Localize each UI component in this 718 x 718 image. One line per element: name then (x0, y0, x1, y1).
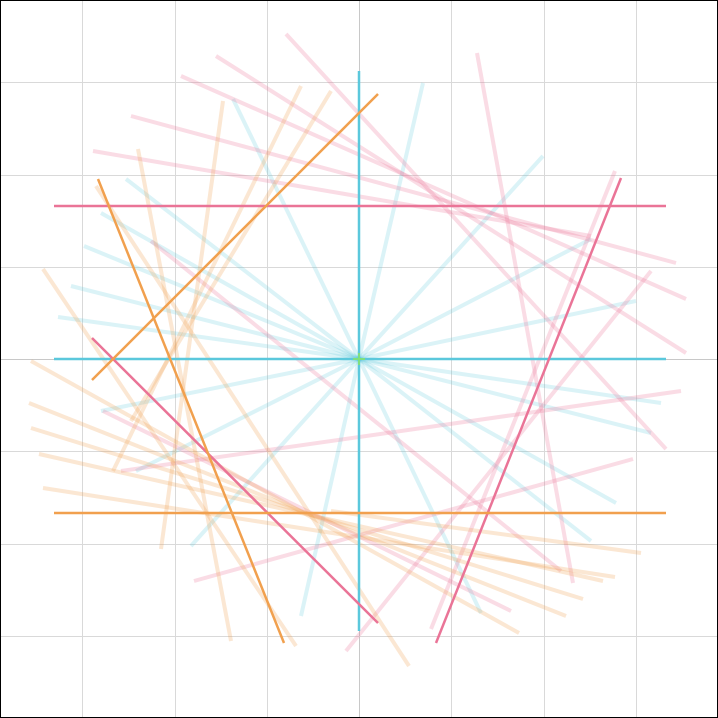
cyan-faint-line (83, 244, 360, 361)
cyan-faint-line (135, 357, 360, 473)
orange-faint-line (129, 89, 333, 423)
orange-faint-line (330, 509, 642, 555)
orange-faint-line (28, 401, 567, 618)
cyan-faint-line (358, 357, 617, 505)
orange-faint-line (111, 85, 303, 472)
cyan-faint-line (357, 358, 483, 614)
pink-faint-line (102, 409, 512, 613)
cyan-faint-line (358, 357, 662, 405)
pink-main-line (91, 337, 379, 624)
cyan-faint-line (57, 315, 360, 361)
orange-faint-line (42, 486, 616, 579)
pink-faint-line (92, 149, 592, 238)
pink-faint-line (475, 52, 575, 584)
orange-faint-line (41, 267, 298, 648)
pink-faint-line (429, 170, 617, 630)
pink-faint-line (180, 74, 687, 301)
orange-faint-line (30, 359, 520, 635)
cyan-faint-line (70, 284, 360, 361)
orange-faint-line (38, 452, 604, 583)
cyan-faint-line (357, 154, 545, 361)
pink-faint-line (344, 269, 653, 653)
cyan-faint-line (100, 211, 360, 361)
pink-faint-line (214, 54, 688, 355)
cyan-faint-line (358, 237, 592, 361)
orange-faint-line (94, 184, 411, 668)
pink-main-line (434, 177, 623, 644)
cyan-faint-line (357, 82, 425, 360)
pink-faint-line (120, 389, 682, 473)
cyan-faint-line (124, 177, 361, 361)
pink-faint-line (130, 114, 677, 265)
pink-faint-line (284, 32, 668, 451)
cyan-faint-line (189, 357, 361, 548)
faint-lines-layer (28, 32, 688, 668)
cyan-faint-line (231, 98, 361, 360)
orange-faint-line (159, 100, 225, 550)
cyan-faint-line (299, 358, 361, 617)
orange-main-line (91, 93, 379, 381)
cyan-faint-line (358, 299, 637, 361)
orange-main-line (96, 178, 286, 644)
pink-faint-line (193, 457, 634, 583)
cyan-faint-line (357, 357, 593, 543)
pink-faint-line (149, 239, 563, 573)
cyan-faint-line (100, 357, 360, 413)
cyan-faint-line (358, 357, 652, 435)
origin-layer (353, 353, 365, 365)
